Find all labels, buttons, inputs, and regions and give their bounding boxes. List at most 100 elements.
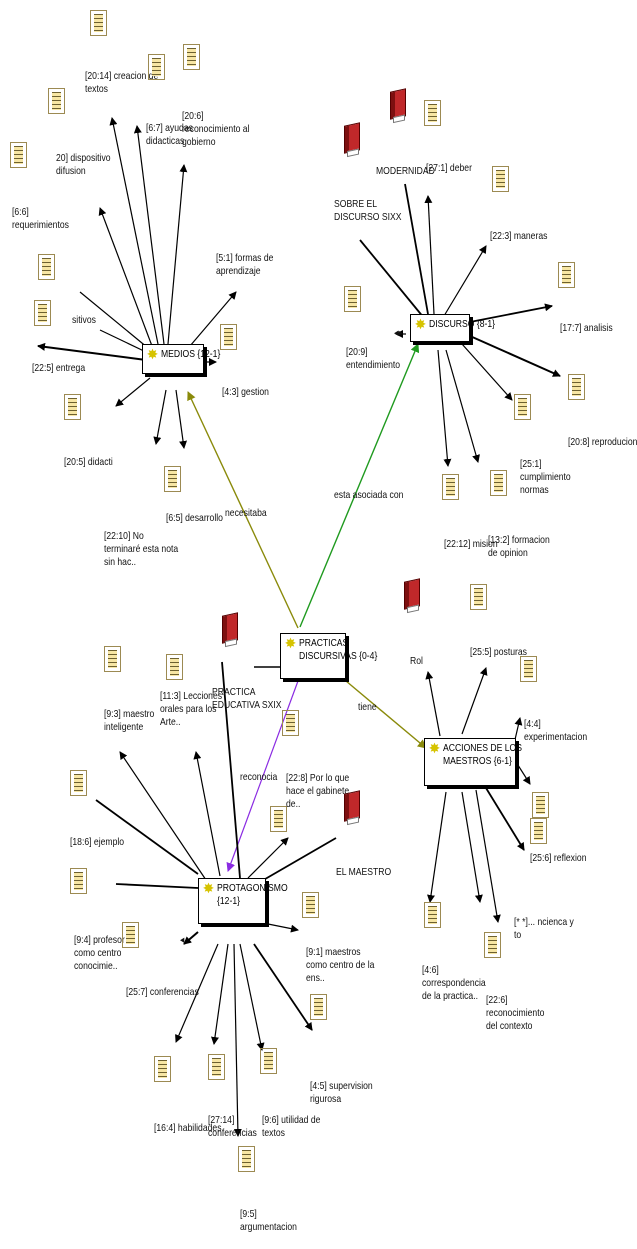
document-icon[interactable] [310,994,327,1020]
star-icon: ✸ [414,316,427,332]
code-label: [4:5] supervision rigurosa [310,1080,373,1105]
document-icon[interactable] [520,656,537,682]
edge-necesitaba [187,391,299,629]
code-label: [25:1] cumplimiento normas [520,458,571,496]
document-icon[interactable] [70,868,87,894]
document-icon[interactable] [514,394,531,420]
node-label: ACCIONES DE LOS MAESTROS {6-1} [443,742,522,767]
document-icon[interactable] [220,324,237,350]
book-icon[interactable] [222,612,238,644]
document-icon[interactable] [208,1054,225,1080]
document-icon[interactable] [424,902,441,928]
document-icon[interactable] [183,44,200,70]
document-icon[interactable] [70,770,87,796]
code-label: [9:4] profesor como centro conocimie.. [74,934,125,972]
document-icon[interactable] [484,932,501,958]
edge-medios-desarrollo [175,389,188,449]
code-label: [22:6] reconocimiento del contexto [486,994,545,1032]
code-label: [* *]... ncienca y to [514,916,574,941]
code-label: [22:8] Por lo que hace el gabinete de.. [286,772,350,810]
edge-discurso-mision [437,349,452,467]
document-icon[interactable] [344,286,361,312]
node-discurso[interactable]: ✸ DISCURSO {8-1} [410,314,496,342]
book-icon[interactable] [390,88,406,120]
node-practicas-discursivas[interactable]: ✸ PRACTICAS DISCURSIVAS {0-4} [280,633,378,679]
edge-reconocia [226,680,299,872]
document-icon[interactable] [532,792,549,818]
document-icon[interactable] [270,806,287,832]
code-label: [11:3] Lecciones orales para los Arte.. [160,690,223,728]
document-icon[interactable] [154,1056,171,1082]
document-icon[interactable] [490,470,507,496]
code-label: [6:6] requerimientos [12,206,69,231]
code-label: [20:14] creacion de textos [85,70,158,95]
document-icon[interactable] [48,88,65,114]
node-acciones[interactable]: ✸ ACCIONES DE LOS MAESTROS {6-1} [424,738,522,786]
document-icon[interactable] [148,54,165,80]
edge-discurso-deber [424,195,435,315]
code-label: [6:5] desarrollo [166,512,223,524]
node-label: PRACTICAS DISCURSIVAS {0-4} [299,637,378,662]
edge-discurso-modernidad [404,183,429,315]
document-icon[interactable] [470,584,487,610]
code-label: [13:2] formacion de opinion [488,534,550,559]
code-label: [16:4] habilidades [154,1122,222,1134]
edge-prot-maestro-int [119,751,207,881]
document-icon[interactable] [166,654,183,680]
document-icon[interactable] [282,710,299,736]
edge-tiene [345,680,427,749]
document-icon[interactable] [492,166,509,192]
document-icon[interactable] [164,466,181,492]
code-label: [25:7] conferencias [126,986,199,998]
document-icon[interactable] [122,922,139,948]
book-icon[interactable] [404,578,420,610]
node-protagonismo[interactable]: ✸ PROTAGONISMO {12-1} [198,878,288,924]
edge-prot-conf-a [183,931,199,945]
edge-medios-gobierno [167,164,188,345]
code-label: [27:14] conferencias [208,1114,257,1139]
document-icon[interactable] [34,300,51,326]
document-icon[interactable] [302,892,319,918]
edge-medios-didacti [115,377,151,407]
edge-discurso-analisis [469,303,553,323]
document-icon[interactable] [568,374,585,400]
connector-arrow: ◂▸ [394,327,403,339]
document-icon[interactable] [530,818,547,844]
connector-arrow: ◂ [180,934,185,946]
code-label: [25:6] reflexion [530,852,587,864]
document-icon[interactable] [558,262,575,288]
code-label: [20:8] reproducion [568,436,637,448]
star-icon: ✸ [146,346,159,362]
edge-acc-reflexion [485,787,525,851]
edge-label-reconocia: reconocia [240,771,278,783]
document-icon[interactable] [104,646,121,672]
book-icon[interactable] [344,790,360,822]
edge-prot-habilidades [175,943,219,1043]
document-icon[interactable] [10,142,27,168]
edge-prot-practica [221,661,241,879]
node-medios[interactable]: ✸ MEDIOS {12-1} [142,344,221,374]
edge-acc-correspondencia [427,791,447,903]
document-icon[interactable] [260,1048,277,1074]
edge-medios-dispositivo [98,207,153,347]
node-label: MEDIOS {12-1} [161,348,221,360]
edge-acc-posturas [461,667,488,735]
document-icon[interactable] [442,474,459,500]
code-label: [4:4] experimentacion [524,718,588,743]
book-icon[interactable] [344,122,360,154]
edge-acc-libro [515,761,531,785]
edge-medios-ayudas [133,125,165,345]
edge-medios-requerimientos [79,291,149,349]
document-icon[interactable] [238,1146,255,1172]
edge-prot-lecciones [193,751,221,877]
edge-prot-supervision [253,943,313,1031]
document-icon[interactable] [424,100,441,126]
code-label: [25:5] posturas [470,646,527,658]
edge-prot-utilidad [239,943,265,1051]
document-icon[interactable] [38,254,55,280]
node-label: DISCURSO {8-1} [429,318,496,330]
code-label: [6:7] ayudas didacticas [146,122,193,147]
document-icon[interactable] [64,394,81,420]
document-icon[interactable] [90,10,107,36]
memo-label: EL MAESTRO [336,866,392,878]
